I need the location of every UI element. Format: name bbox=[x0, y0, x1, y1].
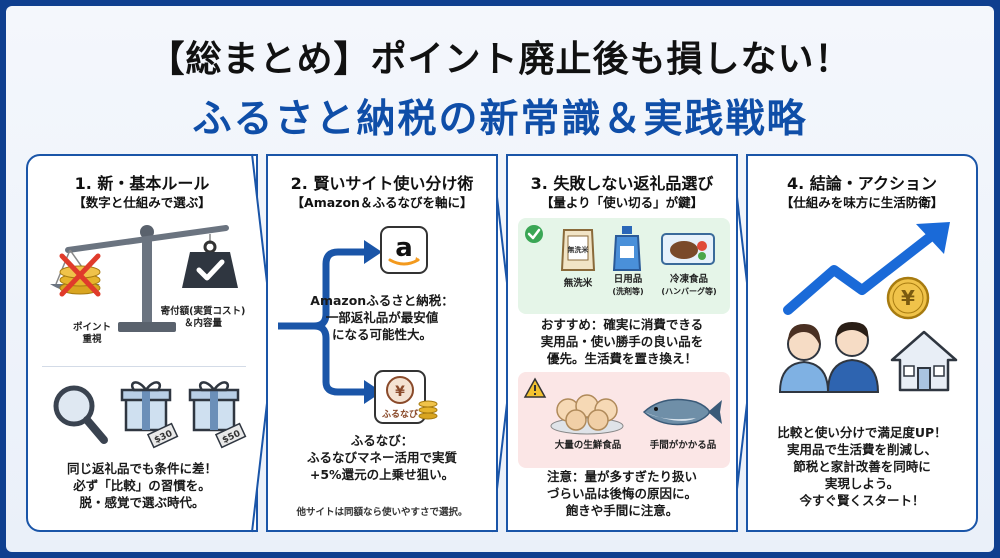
detergent-icon bbox=[612, 226, 642, 271]
house-icon bbox=[890, 330, 958, 392]
panel-site-strategy: 2. 賢いサイト使い分け術 【Amazon＆ふるなびを軸に】 a Amazonふ… bbox=[266, 154, 498, 532]
amazon-text: Amazonふるさと納税： 一部返礼品が最安値 になる可能性大。 bbox=[310, 293, 454, 342]
yen-coin-icon: ¥ bbox=[886, 276, 930, 320]
warning-icon bbox=[523, 377, 547, 398]
growth-arrow-icon bbox=[783, 222, 950, 315]
panel-subheading: 【仕組みを味方に生活防衛】 bbox=[780, 195, 944, 210]
panel-heading: 3. 失敗しない返礼品選び bbox=[530, 174, 714, 193]
branch-arrow-icon bbox=[278, 240, 382, 404]
yen-symbol: ¥ bbox=[901, 286, 915, 310]
good-item-label: 無洗米 bbox=[563, 278, 593, 289]
conclusion-text: 比較と使い分けで満足度UP！ 実用品で生活費を削減し、 節税と家計改善を同時に … bbox=[777, 425, 947, 508]
bad-item-label: 大量の生鮮食品 bbox=[554, 440, 622, 451]
panel-conclusion: 4. 結論・アクション 【仕組みを味方に生活防衛】 ¥ 比較と使い分けで満足度U… bbox=[746, 154, 978, 532]
svg-text:a: a bbox=[395, 233, 413, 263]
bad-item-label: 手間がかかる品 bbox=[649, 440, 717, 451]
rice-bag-label: 無洗米 bbox=[568, 245, 590, 254]
main-subtitle: ふるさと納税の新常識＆実践戦略 bbox=[192, 97, 808, 142]
furunavi-text: ふるなび： ふるなびマネー活用で実質 +5%還元の上乗せ狙い。 bbox=[306, 433, 457, 482]
divider bbox=[42, 366, 246, 367]
shellfish-icon bbox=[550, 394, 624, 435]
good-item-label: 日用品 (洗剤等) bbox=[612, 274, 644, 296]
gift-icon: $30 bbox=[120, 381, 179, 449]
main-title: 【総まとめ】ポイント廃止後も損しない！ bbox=[148, 39, 852, 80]
gift-icon: $50 bbox=[188, 381, 247, 449]
check-icon bbox=[525, 225, 543, 243]
site-footnote: 他サイトは同額なら使いやすさで選択。 bbox=[296, 507, 468, 518]
weight-check-icon bbox=[182, 234, 238, 288]
rice-bag-icon: 無洗米 bbox=[560, 229, 596, 271]
furunavi-logo-icon: ¥ ふるなび bbox=[374, 370, 438, 424]
magnifier-icon bbox=[53, 385, 108, 444]
amazon-logo-icon: a bbox=[380, 226, 428, 274]
label-point-focus: ポイント 重視 bbox=[72, 322, 111, 345]
panel-heading: 1. 新・基本ルール bbox=[74, 174, 210, 193]
panel-heading: 2. 賢いサイト使い分け術 bbox=[290, 174, 474, 193]
label-donation-cost: 寄付額(実質コスト) ＆内容量 bbox=[160, 306, 246, 329]
panel-basic-rules: 1. 新・基本ルール 【数字と仕組みで選ぶ】 ポイント 重視 寄付額(実質コスト… bbox=[26, 154, 258, 532]
panel-body-text: 同じ返礼品でも条件に差！ 必ず「比較」の習慣を。 脱・感覚で選ぶ時代。 bbox=[66, 461, 217, 510]
caution-text: 注意：量が多すぎたり扱い づらい品は後悔の原因に。 飽きや手間に注意。 bbox=[546, 469, 697, 518]
good-item-label: 冷凍食品 (ハンバーグ等) bbox=[661, 274, 717, 296]
svg-text:¥: ¥ bbox=[395, 384, 405, 400]
panel-subheading: 【Amazon＆ふるなびを軸に】 bbox=[291, 195, 473, 210]
fish-icon bbox=[642, 398, 722, 426]
panel-subheading: 【量より「使い切る」が鍵】 bbox=[540, 195, 704, 210]
furunavi-logo-text: ふるなび bbox=[382, 408, 419, 420]
recommend-text: おすすめ：確実に消費できる 実用品・使い勝手の良い品を 優先。生活費を置き換え！ bbox=[540, 317, 704, 366]
coins-crossed-icon bbox=[59, 253, 101, 297]
panel-gift-selection: 3. 失敗しない返礼品選び 【量より「使い切る」が鍵】 無洗米 無洗米 日用品 … bbox=[506, 154, 738, 532]
family-icon bbox=[778, 322, 880, 393]
panel-subheading: 【数字と仕組みで選ぶ】 bbox=[73, 195, 211, 210]
panel-heading: 4. 結論・アクション bbox=[787, 174, 937, 193]
frozen-food-icon bbox=[661, 233, 715, 265]
